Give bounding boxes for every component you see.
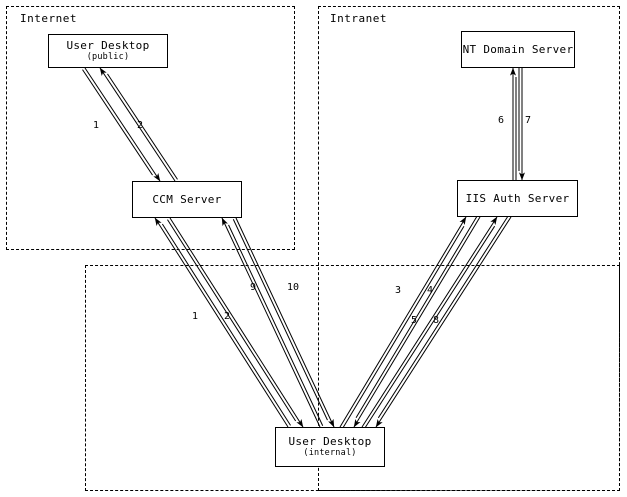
- step-label: 6: [498, 115, 505, 126]
- connector-ud-internal-to-iis-a: [339, 216, 467, 428]
- connector-ccm-to-ud-internal-b-rail: [232, 219, 328, 421]
- connector-ccm-to-ud-public: [99, 67, 176, 182]
- step-label: 1: [192, 311, 199, 322]
- zone-internet-label: Internet: [20, 12, 77, 25]
- step-label: 4: [427, 285, 434, 296]
- zone-internal-network: [85, 265, 620, 491]
- connector-ud-public-to-ccm: [84, 67, 161, 182]
- connector-ccm-to-ud-internal-rail: [167, 219, 297, 422]
- node-iis-auth-server[interactable]: IIS Auth Server: [457, 180, 578, 217]
- step-label: 5: [411, 315, 418, 326]
- node-user-desktop-public[interactable]: User Desktop (public): [48, 34, 168, 68]
- node-title: NT Domain Server: [462, 43, 574, 56]
- zone-internet: [6, 6, 295, 250]
- node-ccm-server[interactable]: CCM Server: [132, 181, 242, 218]
- connector-iis-to-ud-internal-a: [353, 216, 481, 428]
- connector-ud-internal-to-ccm-b-rail: [228, 224, 324, 426]
- node-subtitle: (internal): [303, 448, 357, 458]
- step-label: 10: [287, 282, 300, 293]
- step-label: 9: [250, 282, 257, 293]
- node-subtitle: (public): [86, 52, 130, 62]
- connector-ud-internal-to-ccm-b: [221, 217, 321, 428]
- connector-ccm-to-ud-internal: [169, 217, 304, 428]
- step-label: 8: [433, 315, 440, 326]
- step-label: 7: [525, 115, 532, 126]
- node-title: User Desktop: [66, 39, 150, 52]
- zone-intranet-label: Intranet: [330, 12, 387, 25]
- connector-ccm-to-ud-internal-b: [235, 217, 335, 428]
- node-title: CCM Server: [152, 193, 222, 206]
- node-user-desktop-internal[interactable]: User Desktop (internal): [275, 427, 385, 467]
- connector-ud-internal-to-ccm-rail: [161, 223, 291, 426]
- connector-ud-internal-to-ccm: [154, 217, 289, 428]
- step-label: 2: [137, 120, 144, 131]
- node-title: User Desktop: [288, 435, 372, 448]
- step-label: 3: [395, 285, 402, 296]
- node-nt-domain-server[interactable]: NT Domain Server: [461, 31, 575, 68]
- node-title: IIS Auth Server: [465, 192, 570, 205]
- connector-ccm-to-ud-public-rail: [107, 73, 178, 180]
- step-label: 1: [93, 120, 100, 131]
- connector-ud-internal-to-iis-a-rail: [342, 226, 465, 429]
- connector-ud-public-to-ccm-rail: [82, 69, 153, 176]
- connector-ud-internal-to-iis-b: [361, 216, 498, 428]
- connector-iis-to-ud-internal-b: [375, 216, 512, 428]
- connector-ud-internal-to-iis-b-rail: [364, 225, 496, 429]
- step-label: 2: [224, 311, 231, 322]
- connector-iis-to-ud-internal-b-rail: [377, 215, 509, 419]
- connector-iis-to-ud-internal-a-rail: [355, 215, 478, 418]
